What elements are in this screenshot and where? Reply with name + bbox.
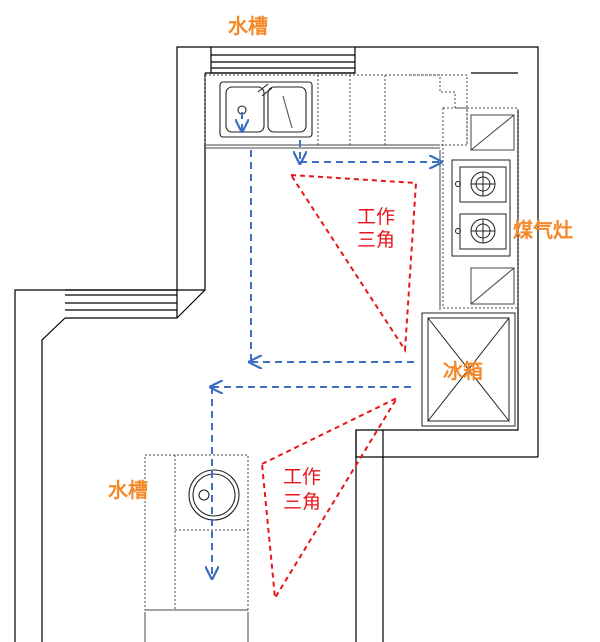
right-counter: [439, 107, 519, 310]
label-stove: 煤气灶: [513, 218, 573, 242]
work-triangle-top: [289, 173, 418, 354]
triangle-bottom-line1: 工作: [283, 466, 321, 488]
label-fridge: 冰箱: [443, 359, 483, 383]
work-triangles: [260, 173, 418, 602]
triangle-bottom-line2: 三角: [283, 491, 321, 513]
top-sink: [219, 81, 313, 138]
walls: [14, 46, 539, 642]
label-sink-island: 水槽: [108, 478, 148, 502]
stove-icon: [451, 159, 511, 257]
movement-paths: [212, 112, 440, 577]
label-sink-top: 水槽: [228, 14, 268, 38]
island-sink-icon: [188, 469, 240, 521]
island-counter: [144, 454, 249, 642]
top-counter: [204, 74, 468, 149]
work-triangle-bottom: [260, 395, 400, 602]
triangle-top-line1: 工作: [357, 206, 395, 228]
fridge-icon: [421, 312, 516, 427]
triangle-top-line2: 三角: [357, 229, 395, 251]
